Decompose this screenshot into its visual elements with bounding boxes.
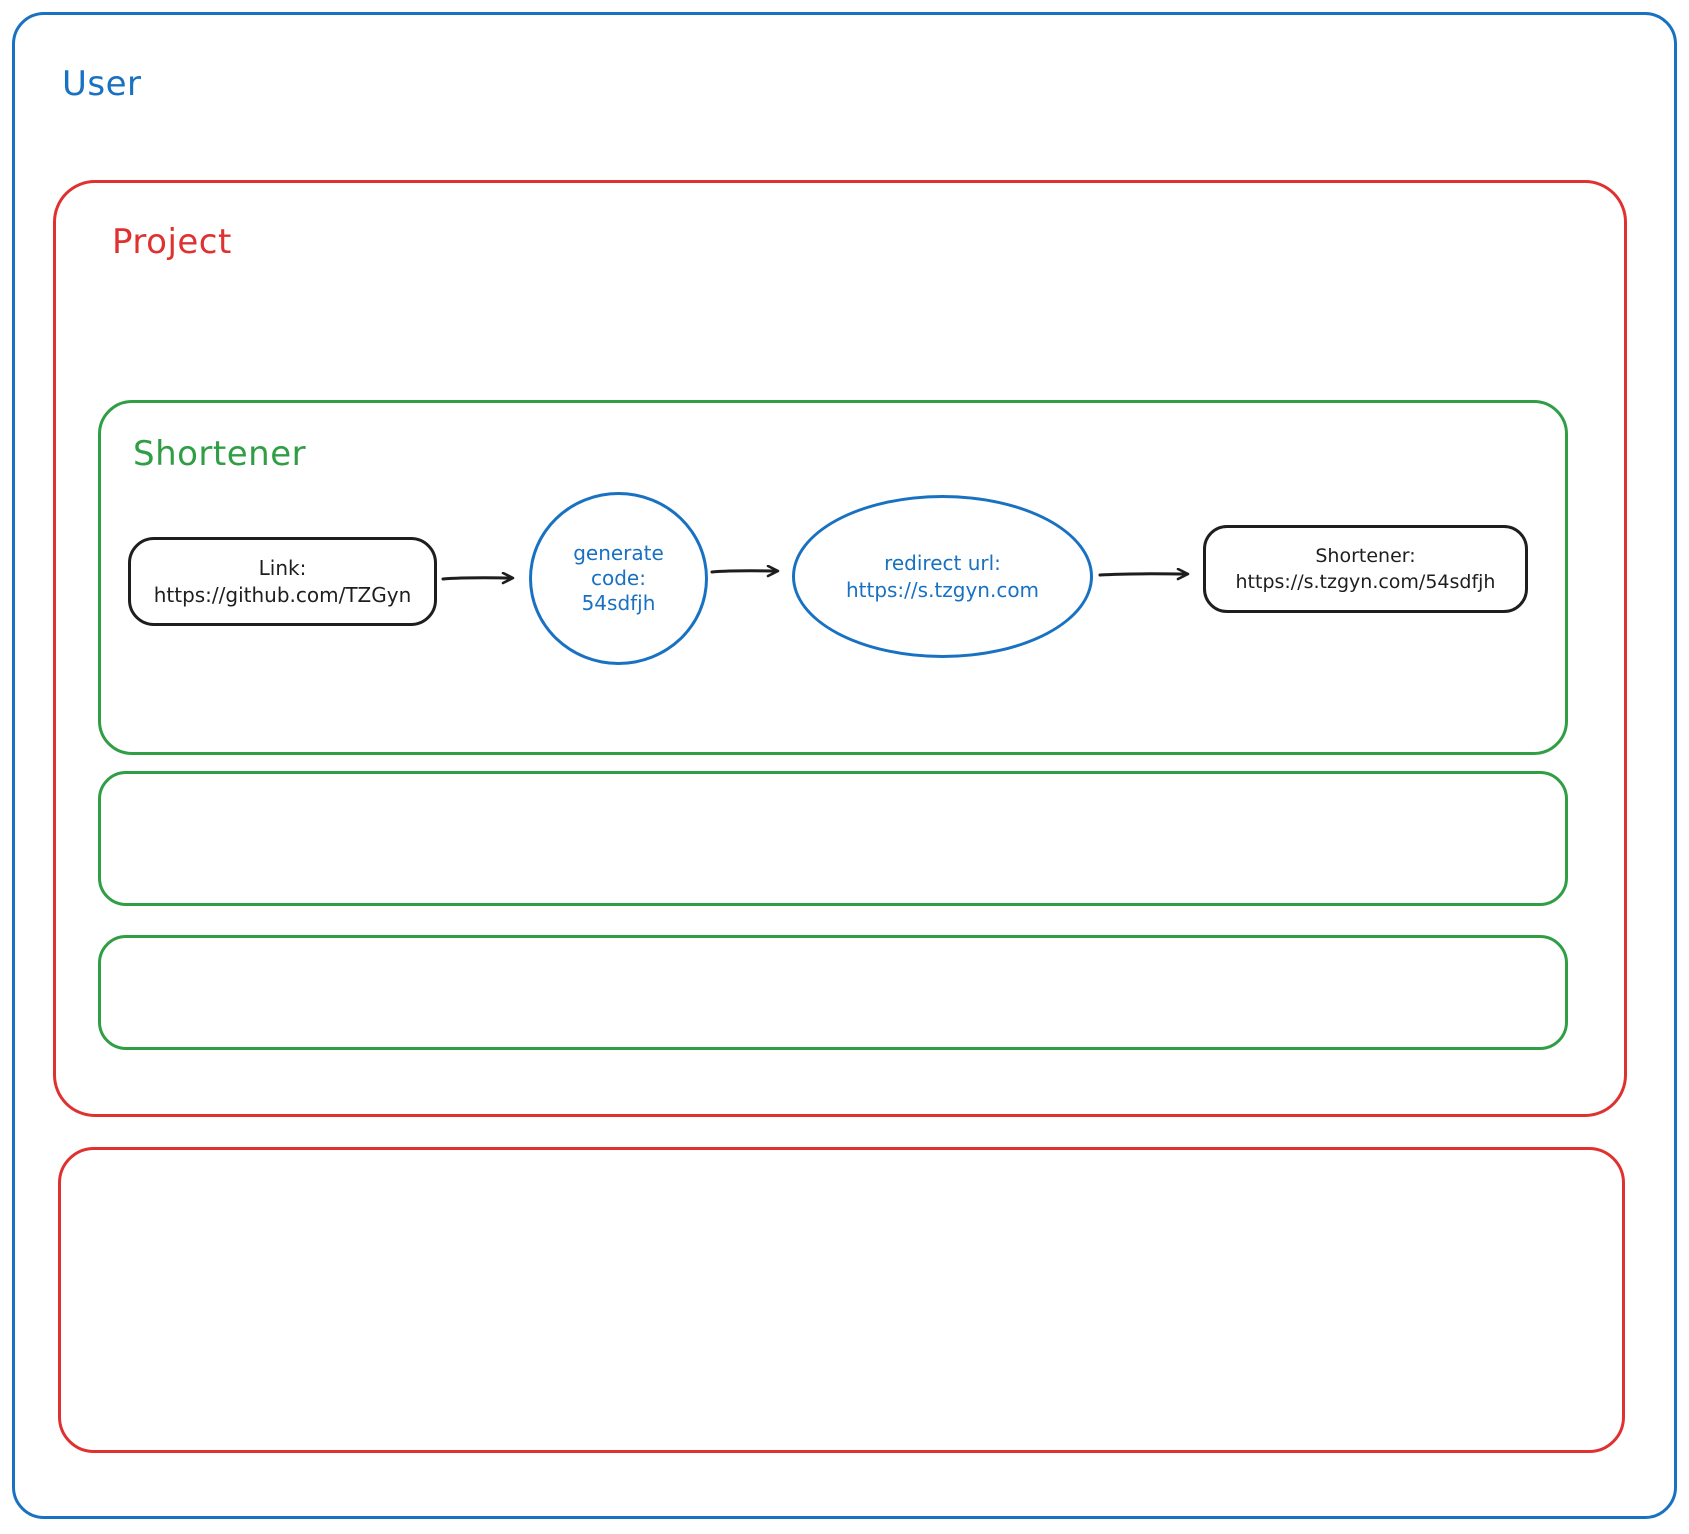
empty-red-row	[58, 1147, 1625, 1453]
generate-code-node: generate code: 54sdfjh	[529, 492, 708, 665]
redirect-url-title: redirect url:	[884, 550, 1001, 575]
link-node-title: Link:	[258, 555, 307, 580]
generate-code-value: 54sdfjh	[581, 591, 656, 615]
generate-code-line-2: code:	[591, 566, 646, 590]
redirect-url-node: redirect url: https://s.tzgyn.com	[792, 495, 1093, 658]
project-container-label: Project	[112, 222, 232, 262]
link-node-url: https://github.com/TZGyn	[153, 582, 412, 607]
generate-code-line-1: generate	[573, 541, 664, 565]
user-container-label: User	[62, 64, 142, 104]
link-node: Link: https://github.com/TZGyn	[128, 537, 437, 626]
shortener-result-title: Shortener:	[1315, 545, 1416, 567]
project-container-box	[53, 180, 1627, 1117]
shortener-container-box	[98, 400, 1568, 755]
redirect-url-value: https://s.tzgyn.com	[845, 577, 1040, 602]
user-container-box	[12, 12, 1677, 1519]
empty-green-row-1	[98, 771, 1568, 906]
shortener-container-label: Shortener	[133, 434, 307, 474]
shortener-result-node: Shortener: https://s.tzgyn.com/54sdfjh	[1203, 525, 1528, 613]
empty-green-row-2	[98, 935, 1568, 1050]
shortener-result-url: https://s.tzgyn.com/54sdfjh	[1235, 571, 1496, 593]
